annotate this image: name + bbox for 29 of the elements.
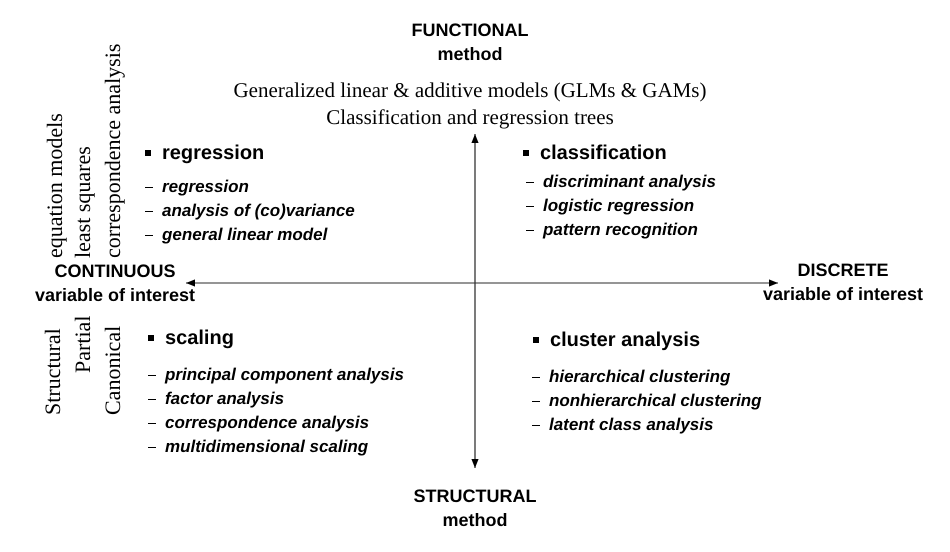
section-heading: scaling — [146, 326, 234, 350]
method-family-text: Classification and regression trees — [325, 104, 615, 130]
list-item: general linear model — [143, 223, 328, 247]
vertical-method-text: equation models — [42, 113, 68, 258]
list-item: nonhierarchical clustering — [530, 389, 762, 413]
list-item: hierarchical clustering — [530, 365, 730, 389]
list-item: discriminant analysis — [524, 170, 716, 194]
section-heading: regression — [143, 141, 264, 165]
list-item: latent class analysis — [530, 413, 714, 437]
vertical-method-text: Canonical — [100, 326, 126, 415]
list-item: correspondence analysis — [146, 411, 370, 435]
list-item: regression — [143, 175, 249, 199]
method-family-text: Generalized linear & additive models (GLMs & GAMs) — [232, 77, 708, 103]
list-item: analysis of (co)variance — [143, 199, 355, 223]
section-heading: cluster analysis — [531, 328, 700, 352]
axis-pole-label: DISCRETE variable of interest — [762, 259, 924, 306]
list-item: multidimensional scaling — [146, 435, 368, 459]
vertical-method-text: Partial — [70, 316, 96, 373]
list-item: pattern recognition — [524, 218, 698, 242]
vertical-method-text: correspondence analysis — [100, 44, 126, 258]
vertical-method-text: least squares — [70, 146, 96, 258]
axis-pole-label: STRUCTURAL method — [412, 485, 538, 532]
axis-pole-label: FUNCTIONAL method — [410, 19, 530, 66]
list-item: factor analysis — [146, 387, 284, 411]
list-item: principal component analysis — [146, 363, 404, 387]
axis-pole-label: CONTINUOUS variable of interest — [34, 260, 196, 307]
list-item: logistic regression — [524, 194, 694, 218]
section-heading: classification — [521, 141, 667, 165]
vertical-method-text: Structural — [40, 328, 66, 415]
